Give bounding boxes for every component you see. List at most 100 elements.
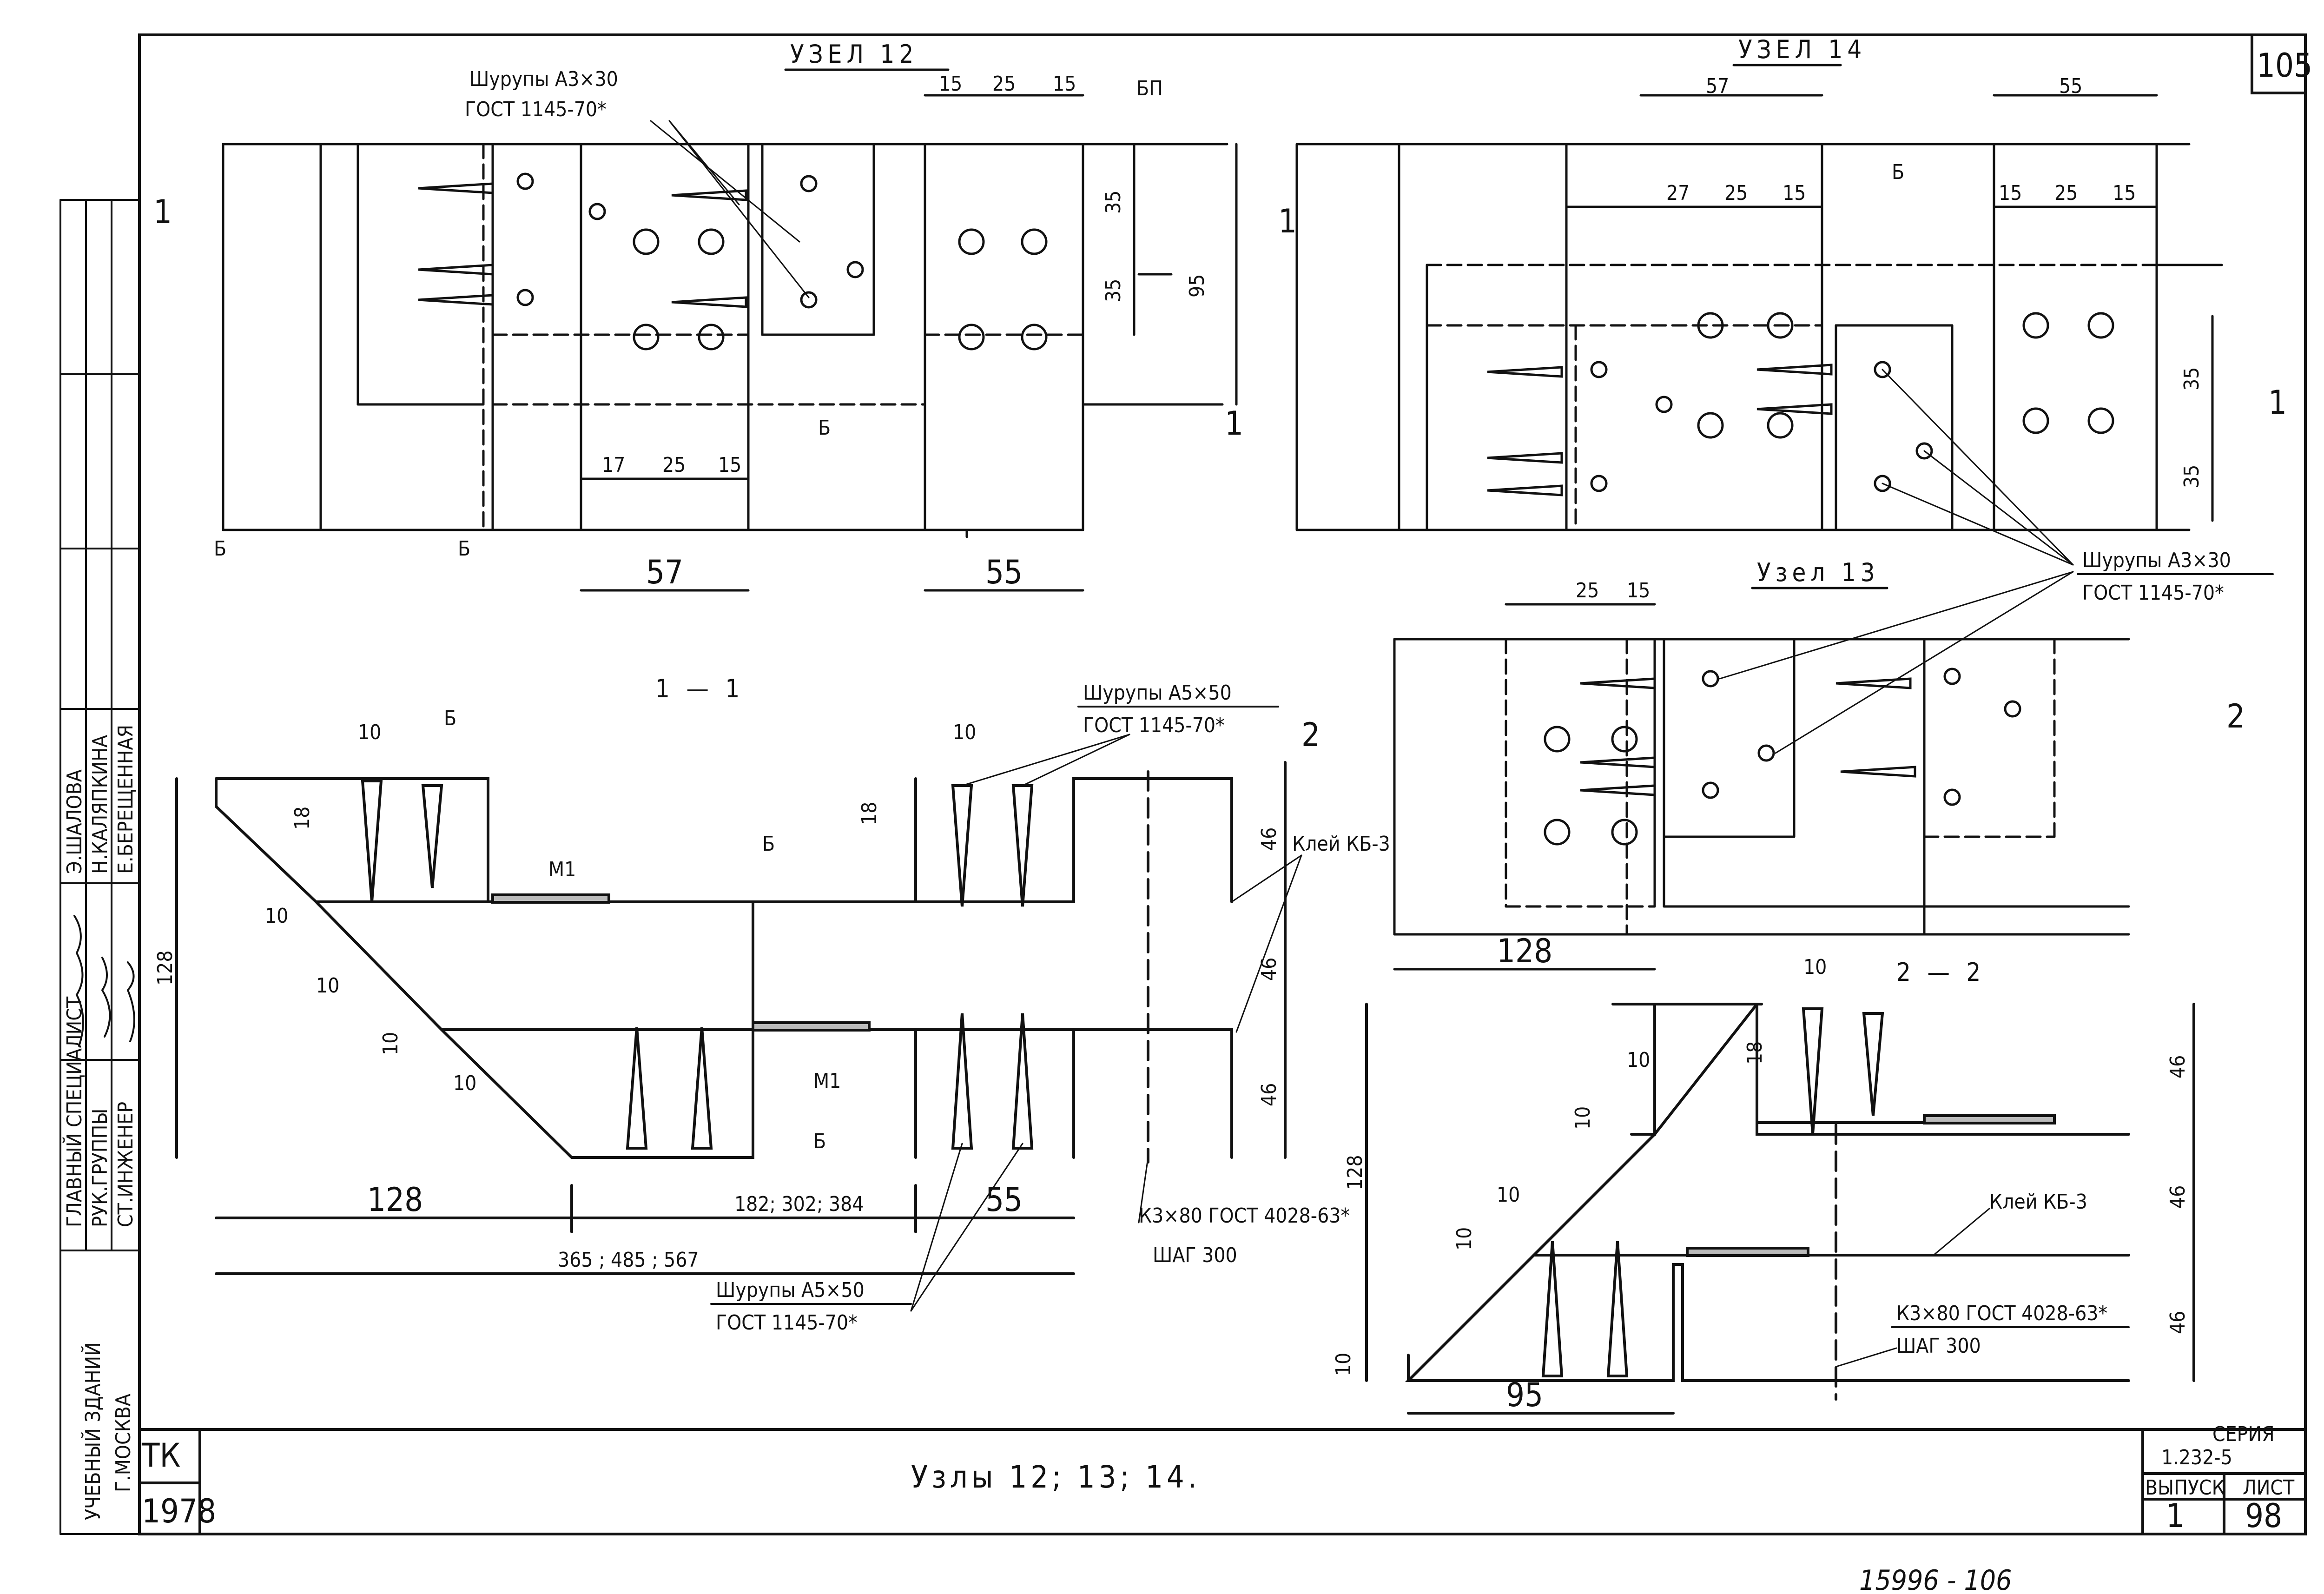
s11-d10e: 10	[453, 1071, 476, 1095]
s11-d46a: 46	[1257, 827, 1281, 851]
stamp-name-2: Н.КАЛЯПКИНА	[88, 735, 112, 874]
node13-dim-128: 128	[1497, 932, 1552, 970]
node12-dim-top-2: 25	[992, 72, 1016, 96]
node13-section-mark-b: 2	[2226, 697, 2245, 735]
section11	[175, 761, 1287, 1275]
node12-label-bp: БП	[1136, 77, 1163, 100]
node14-section-mark-b: 1	[2268, 384, 2287, 422]
signature-1	[73, 915, 84, 1047]
stamp-role-3: СТ.ИНЖЕНЕР	[114, 1102, 138, 1227]
s11-d46b: 46	[1257, 958, 1281, 981]
s11-d182: 182; 302; 384	[734, 1192, 864, 1216]
node12-dim-top-3: 15	[1053, 72, 1076, 96]
node14-dim-left-1: 27	[1666, 181, 1690, 205]
section11-labels: 1 — 1 10 18 10 10 10 10 18 10 128 46 46 …	[153, 674, 1390, 1335]
s22-d46a: 46	[2166, 1055, 2190, 1078]
series-value: 1.232-5	[2161, 1446, 2232, 1469]
sheet-label: ЛИСТ	[2243, 1476, 2295, 1500]
s11-d10d: 10	[379, 1032, 403, 1055]
node13-labels: Узел 13 25 15 128 2 2	[1301, 558, 2245, 970]
s11-d128v: 128	[153, 950, 177, 986]
s11-d10a: 10	[358, 721, 381, 744]
side-stamp	[59, 199, 140, 1535]
s11-d10b: 10	[265, 904, 288, 928]
section22-labels: 2 — 2 10 18 10 10 10 10 10 128 46 46 46 …	[1332, 955, 2190, 1414]
s11-d128h: 128	[367, 1181, 423, 1219]
node12-dim-bot-3: 15	[718, 453, 741, 477]
node12-label-b3: Б	[458, 537, 470, 561]
node14-dim-right-2: 25	[2054, 181, 2078, 205]
s11-d46c: 46	[1257, 1083, 1281, 1106]
stamp-city: Г.МОСКВА	[112, 1394, 135, 1492]
node14-plan	[1295, 94, 2223, 531]
node12-title: УЗЕЛ 12	[790, 40, 918, 69]
issue-label: ВЫПУСК	[2145, 1476, 2225, 1500]
node14-title: УЗЕЛ 14	[1738, 35, 1866, 64]
node12-dim-57: 57	[646, 553, 683, 591]
s22-d10b: 10	[1627, 1048, 1650, 1072]
s11-label-m1a: М1	[548, 858, 576, 881]
s11-screw-bottom: Шурупы А5×50	[716, 1278, 865, 1302]
signature-2	[101, 957, 111, 1038]
node12-plan	[222, 94, 1238, 592]
node14-dim-35b: 35	[2180, 465, 2204, 488]
drawing-title: Узлы 12; 13; 14.	[911, 1459, 1201, 1495]
s22-glue: Клей КБ-3	[1989, 1190, 2087, 1214]
section11-title: 1 — 1	[655, 674, 744, 703]
node13-title: Узел 13	[1757, 558, 1880, 587]
s11-d365: 365 ; 485 ; 567	[558, 1248, 699, 1272]
node14-label-b: Б	[1892, 160, 1904, 184]
node13-dim-15: 15	[1627, 579, 1650, 602]
s11-label-b3: Б	[813, 1130, 826, 1153]
node12-labels: УЗЕЛ 12 Шурупы А3×30 ГОСТ 1145-70* 15 25…	[153, 40, 1243, 591]
s11-label-b2: Б	[762, 832, 775, 856]
s11-screw-top: Шурупы А5×50	[1083, 681, 1232, 705]
node14-section-mark: 1	[1278, 202, 1297, 240]
node12-dim-bot-1: 17	[602, 453, 625, 477]
s22-d128: 128	[1343, 1155, 1367, 1190]
node12-screw-label: Шурупы А3×30	[469, 67, 618, 91]
signature-3	[126, 961, 135, 1042]
node14-dim-left-3: 15	[1783, 181, 1806, 205]
node12-section-mark: 1	[153, 193, 172, 231]
node14-screw-std: ГОСТ 1145-70*	[2082, 581, 2224, 605]
s11-nail: К3×80 ГОСТ 4028-63*	[1139, 1204, 1350, 1228]
node12-dim-55: 55	[985, 553, 1023, 591]
stamp-institute: УЧЕБНЫЙ ЗДАНИЙ	[80, 1342, 105, 1520]
sheet-frame	[138, 33, 2307, 1535]
node12-dim-95: 95	[1185, 274, 1209, 298]
node14-dim-57: 57	[1706, 74, 1729, 98]
s22-d46b: 46	[2166, 1185, 2190, 1209]
s22-d95: 95	[1506, 1376, 1543, 1414]
side-stamp-text: ГЛАВНЫЙ СПЕЦИАЛИСТ РУК.ГРУППЫ СТ.ИНЖЕНЕР…	[62, 725, 138, 1520]
stamp-name-1: Э.ШАЛОВА	[63, 769, 86, 874]
issue-value: 1	[2166, 1497, 2185, 1535]
section22	[1365, 1003, 2195, 1415]
node14-dim-right-1: 15	[1999, 181, 2022, 205]
sheet-value: 98	[2245, 1497, 2282, 1535]
s22-nail: К3×80 ГОСТ 4028-63*	[1896, 1302, 2107, 1325]
leader-lines	[650, 120, 2074, 1368]
section22-title: 2 — 2	[1896, 958, 1985, 987]
s11-label-m1b: М1	[813, 1069, 841, 1093]
title-block: ТК 1978 Узлы 12; 13; 14. СЕРИЯ 1.232-5 В…	[141, 46, 2312, 1594]
node12-screw-std: ГОСТ 1145-70*	[465, 98, 607, 121]
node14-dim-right-3: 15	[2113, 181, 2136, 205]
stamp-name-3: Е.БЕРЕЩЕННАЯ	[114, 725, 138, 874]
node14-dim-35a: 35	[2180, 367, 2204, 390]
s22-d10c: 10	[1571, 1106, 1595, 1130]
s22-d10e: 10	[1452, 1227, 1476, 1250]
node13-dim-25: 25	[1576, 579, 1599, 602]
year: 1978	[142, 1492, 216, 1530]
s11-d18a: 18	[290, 807, 314, 830]
s11-d18b: 18	[858, 802, 881, 825]
s11-screw-bottom-std: ГОСТ 1145-70*	[716, 1311, 858, 1335]
s22-step: ШАГ 300	[1896, 1334, 1981, 1358]
node14-labels: УЗЕЛ 14 57 55 27 25 15 15 25 15 35 35 Б …	[1278, 35, 2287, 605]
page-number: 105	[2257, 46, 2312, 85]
org-code: ТК	[141, 1436, 180, 1475]
node12-dim-35a: 35	[1102, 191, 1125, 214]
s11-glue: Клей КБ-3	[1292, 832, 1390, 856]
s11-screw-top-std: ГОСТ 1145-70*	[1083, 714, 1225, 737]
